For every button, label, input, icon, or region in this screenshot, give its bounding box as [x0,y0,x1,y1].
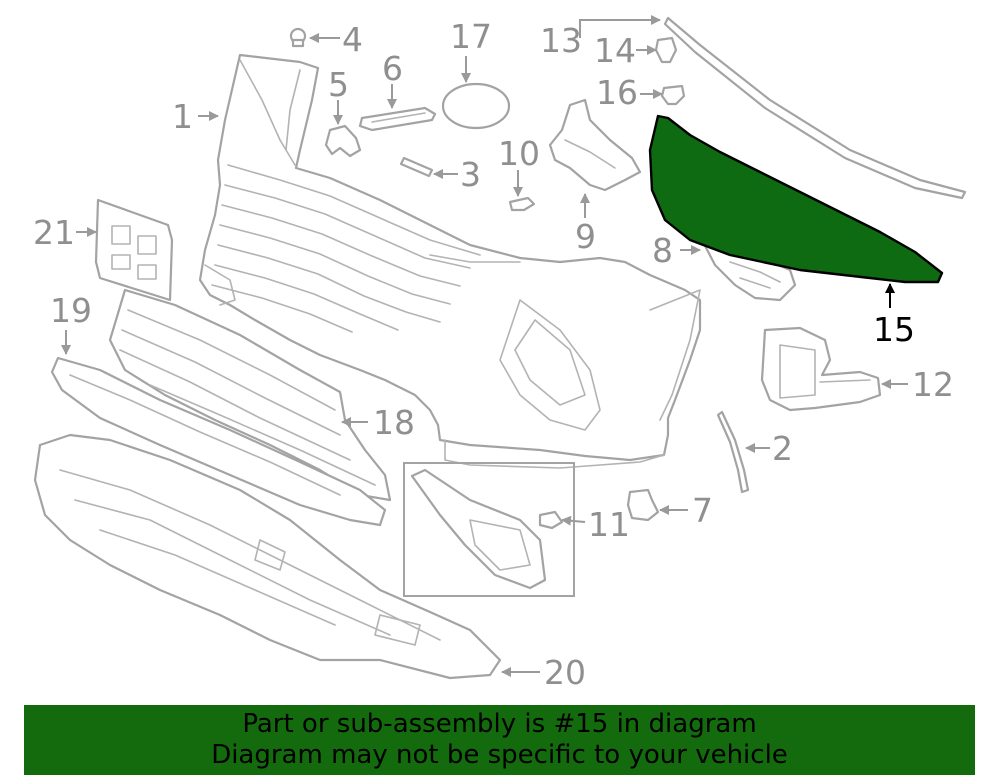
bracket-part-21[interactable] [94,198,174,302]
absorber-part-19[interactable] [50,356,387,527]
callout-13: 13 [540,21,582,60]
callout-labels: 1 2 3 4 5 6 7 8 9 10 11 12 13 14 15 16 1… [33,17,954,692]
notice-banner: Part or sub-assembly is #15 in diagram D… [24,705,975,775]
plate-part-6[interactable] [358,106,437,132]
callout-11: 11 [588,505,630,544]
callout-20: 20 [544,653,586,692]
banner-line-2: Diagram may not be specific to your vehi… [211,740,788,770]
callout-4: 4 [342,20,363,59]
bracket-part-9[interactable] [548,98,642,192]
highlighted-molding-part-15[interactable] [648,114,944,284]
callout-12: 12 [912,365,954,404]
under-shield-part-20[interactable] [33,433,502,680]
upper-trim-part-13[interactable] [663,16,967,200]
clip-part-14[interactable] [654,36,678,64]
callout-9: 9 [575,217,596,256]
bracket-part-5[interactable] [324,124,362,158]
callout-7: 7 [692,491,713,530]
clip-part-10[interactable] [508,196,536,212]
callout-2: 2 [772,429,793,468]
callout-16: 16 [596,73,638,112]
banner-line-1: Part or sub-assembly is #15 in diagram [242,709,757,739]
sensor-part-7[interactable] [626,488,660,522]
molding-strip-part-2[interactable] [716,410,750,494]
callout-21: 21 [33,213,75,252]
clip-part-16[interactable] [660,84,686,106]
screw-part-4[interactable] [289,27,307,48]
leader-lines [61,15,908,677]
callout-3: 3 [460,155,481,194]
callout-14: 14 [594,31,636,70]
callout-19: 19 [50,291,92,330]
callout-18: 18 [373,403,415,442]
callout-17: 17 [450,17,492,56]
callout-1: 1 [172,97,193,136]
callout-15: 15 [873,310,915,349]
lower-grille-part-18[interactable] [108,288,392,502]
callout-6: 6 [382,49,403,88]
inset-box-part-11[interactable] [403,462,575,597]
callout-10: 10 [498,134,540,173]
callout-8: 8 [652,231,673,270]
bracket-part-12[interactable] [760,326,882,412]
clip-part-3[interactable] [399,156,434,178]
callout-5: 5 [328,65,349,104]
bumper-cover-part-1[interactable] [198,53,702,469]
emblem-oval-part-17[interactable] [441,82,511,130]
